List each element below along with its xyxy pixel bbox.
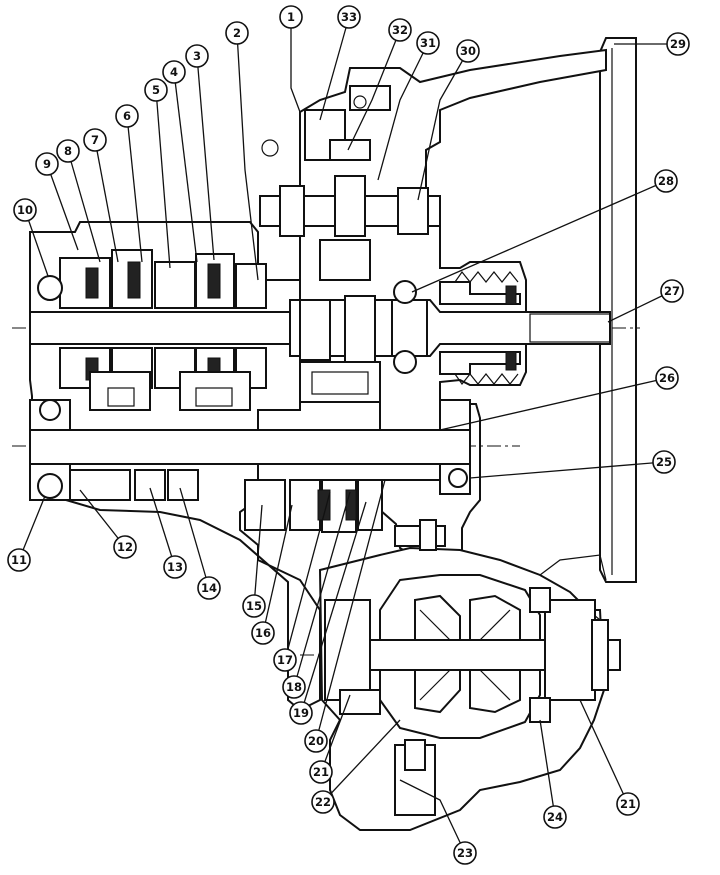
svg-text:33: 33 [341,10,357,24]
svg-text:31: 31 [420,36,436,50]
callout-12: 12 [113,535,137,559]
svg-text:8: 8 [64,144,72,158]
callout-33: 33 [337,5,361,29]
callout-31: 31 [416,31,440,55]
svg-text:21: 21 [620,797,636,811]
svg-text:11: 11 [11,553,27,567]
callout-7: 7 [83,128,107,152]
svg-text:20: 20 [308,734,324,748]
svg-text:30: 30 [460,44,476,58]
callout-19: 19 [289,701,313,725]
svg-text:16: 16 [255,626,271,640]
svg-text:15: 15 [246,599,262,613]
svg-text:24: 24 [547,810,563,824]
svg-text:23: 23 [457,846,473,860]
callout-21-left: 21 [309,760,333,784]
callout-8: 8 [56,139,80,163]
callout-13: 13 [163,555,187,579]
svg-text:1: 1 [287,10,295,24]
svg-text:10: 10 [17,203,33,217]
callout-21-right: 21 [616,792,640,816]
callout-26: 26 [655,366,679,390]
callout-25: 25 [652,450,676,474]
svg-text:18: 18 [286,680,302,694]
callout-9: 9 [35,152,59,176]
svg-text:5: 5 [152,83,160,97]
svg-text:19: 19 [293,706,309,720]
leader-lines [18,16,678,854]
svg-text:2: 2 [233,26,241,40]
bearings [37,275,468,499]
svg-text:27: 27 [664,284,680,298]
svg-text:25: 25 [656,455,672,469]
svg-text:32: 32 [392,23,408,37]
svg-text:6: 6 [123,109,131,123]
callout-18: 18 [282,675,306,699]
callout-17: 17 [273,648,297,672]
callout-11: 11 [7,548,31,572]
svg-text:7: 7 [91,133,99,147]
callout-32: 32 [388,18,412,42]
oil-seal-boot [439,270,521,386]
callout-24: 24 [543,805,567,829]
callout-27: 27 [660,279,684,303]
svg-text:12: 12 [117,540,133,554]
svg-text:9: 9 [43,157,51,171]
callout-16: 16 [251,621,275,645]
callout-4: 4 [162,60,186,84]
callout-29: 29 [666,32,690,56]
callout-23: 23 [453,841,477,865]
callout-20: 20 [304,729,328,753]
callout-6: 6 [115,104,139,128]
output-shaft [29,361,471,533]
input-shaft [29,295,611,363]
callout-14: 14 [197,576,221,600]
callout-2: 2 [225,21,249,45]
callout-15: 15 [242,594,266,618]
svg-text:13: 13 [167,560,183,574]
svg-text:21: 21 [313,765,329,779]
reverse-idler-assembly [259,85,441,281]
svg-text:28: 28 [658,174,674,188]
callout-5: 5 [144,78,168,102]
callout-28: 28 [654,169,678,193]
svg-text:14: 14 [201,581,217,595]
svg-text:17: 17 [277,653,293,667]
differential-assembly [324,519,621,816]
svg-text:26: 26 [659,371,675,385]
callout-22: 22 [311,790,335,814]
svg-text:4: 4 [170,65,178,79]
svg-text:29: 29 [670,37,686,51]
svg-text:22: 22 [315,795,331,809]
callout-3: 3 [185,44,209,68]
svg-text:3: 3 [193,49,201,63]
callout-10: 10 [13,198,37,222]
callout-30: 30 [456,39,480,63]
callout-1: 1 [279,5,303,29]
